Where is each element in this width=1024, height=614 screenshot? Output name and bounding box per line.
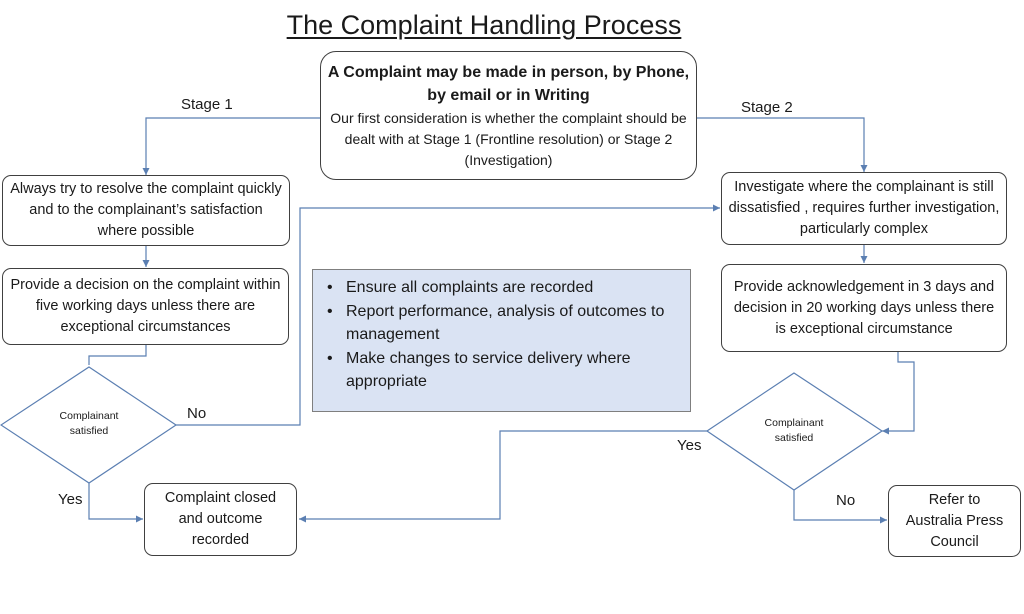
notes-item: Make changes to service delivery where a… xyxy=(319,347,680,394)
connector-start-to-stage2 xyxy=(696,117,868,172)
connector-diamond1-yes-to-closed xyxy=(88,481,143,523)
stage2-acknowledge-box: Provide acknowledgement in 3 days and de… xyxy=(721,264,1007,352)
stage1-yes-label: Yes xyxy=(58,491,83,508)
connector-start-to-stage1 xyxy=(142,117,320,175)
stage2-diamond-label: Complainant satisfied xyxy=(764,417,824,444)
start-heading: A Complaint may be made in person, by Ph… xyxy=(327,63,690,104)
start-body: Our first consideration is whether the c… xyxy=(330,109,687,168)
refer-box: Refer to Australia Press Council xyxy=(888,485,1021,557)
stage1-label: Stage 1 xyxy=(181,96,233,113)
notes-item: Report performance, analysis of outcomes… xyxy=(319,300,680,347)
stage1-decision-box: Provide a decision on the complaint with… xyxy=(2,268,289,345)
stage2-label: Stage 2 xyxy=(741,99,793,116)
connector-diamond1-no-to-investigate xyxy=(176,204,720,426)
decision-diamond-stage1 xyxy=(0,366,178,484)
connector-decision-to-diamond1 xyxy=(88,345,147,365)
closed-box: Complaint closed and outcome recorded xyxy=(144,483,297,556)
connector-acknowledge-to-diamond2 xyxy=(882,352,915,435)
stage1-diamond-label: Complainant satisfied xyxy=(59,410,119,437)
stage2-investigate-box: Investigate where the complainant is sti… xyxy=(721,172,1007,245)
decision-diamond-stage2 xyxy=(705,372,884,491)
stage1-resolve-box: Always try to resolve the complaint quic… xyxy=(2,175,290,246)
notes-panel: Ensure all complaints are recorded Repor… xyxy=(312,269,691,412)
start-box: A Complaint may be made in person, by Ph… xyxy=(320,51,697,180)
notes-item: Ensure all complaints are recorded xyxy=(319,276,680,300)
stage2-no-label: No xyxy=(836,492,856,509)
stage1-no-label: No xyxy=(187,405,207,422)
diagram-title: The Complaint Handling Process xyxy=(286,10,682,40)
connector-diamond2-no-to-refer xyxy=(793,490,887,524)
connector-diamond2-yes-to-closed xyxy=(299,430,707,523)
stage2-yes-label: Yes xyxy=(677,437,702,454)
